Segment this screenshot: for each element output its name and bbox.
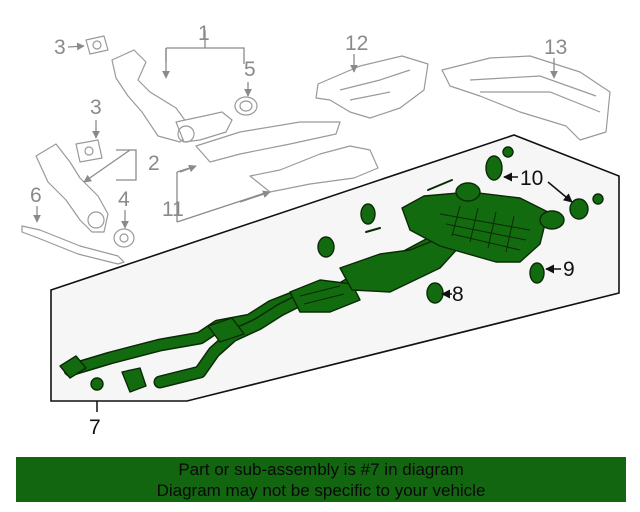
- callout-5: 5: [244, 58, 256, 81]
- isolator-part-10[interactable]: [485, 146, 604, 220]
- callout-4: 4: [118, 188, 130, 211]
- callout-2: 2: [148, 152, 160, 175]
- heat-shield-part-12[interactable]: [315, 55, 429, 119]
- gasket-part-3-top[interactable]: [85, 35, 109, 55]
- gasket-part-4[interactable]: [113, 228, 135, 248]
- isolator-part-9[interactable]: [529, 262, 545, 284]
- callout-11: 11: [162, 198, 184, 221]
- callout-9: 9: [563, 258, 575, 281]
- hanger-part[interactable]: [317, 203, 376, 258]
- exhaust-parts-diagram: 3 1 5 12 13 3 2 4 6: [21, 22, 620, 439]
- notice-banner: Part or sub-assembly is #7 in diagram Di…: [16, 457, 626, 502]
- callout-7: 7: [89, 416, 101, 439]
- catalytic-converter-part-2[interactable]: [35, 143, 109, 233]
- isolator-part-8[interactable]: [426, 282, 444, 304]
- clamp-part-5[interactable]: [234, 96, 258, 116]
- gasket-part-3-left[interactable]: [75, 139, 103, 163]
- banner-line-2: Diagram may not be specific to your vehi…: [156, 481, 486, 500]
- callout-13: 13: [544, 36, 567, 59]
- exhaust-system-part-7[interactable]: [59, 179, 565, 393]
- callout-8: 8: [452, 283, 464, 306]
- callout-12: 12: [345, 32, 368, 55]
- callout-3-top: 3: [54, 36, 66, 59]
- banner-line-1: Part or sub-assembly is #7 in diagram: [178, 460, 464, 479]
- heat-shield-part-13[interactable]: [441, 55, 611, 141]
- brace-part-6[interactable]: [21, 225, 125, 265]
- heat-shield-part-11[interactable]: [195, 121, 379, 193]
- catalytic-converter-part-1[interactable]: [111, 49, 233, 143]
- callout-3-left: 3: [90, 96, 102, 119]
- callout-1: 1: [198, 22, 210, 45]
- callout-10: 10: [520, 167, 543, 190]
- callout-6: 6: [30, 184, 42, 207]
